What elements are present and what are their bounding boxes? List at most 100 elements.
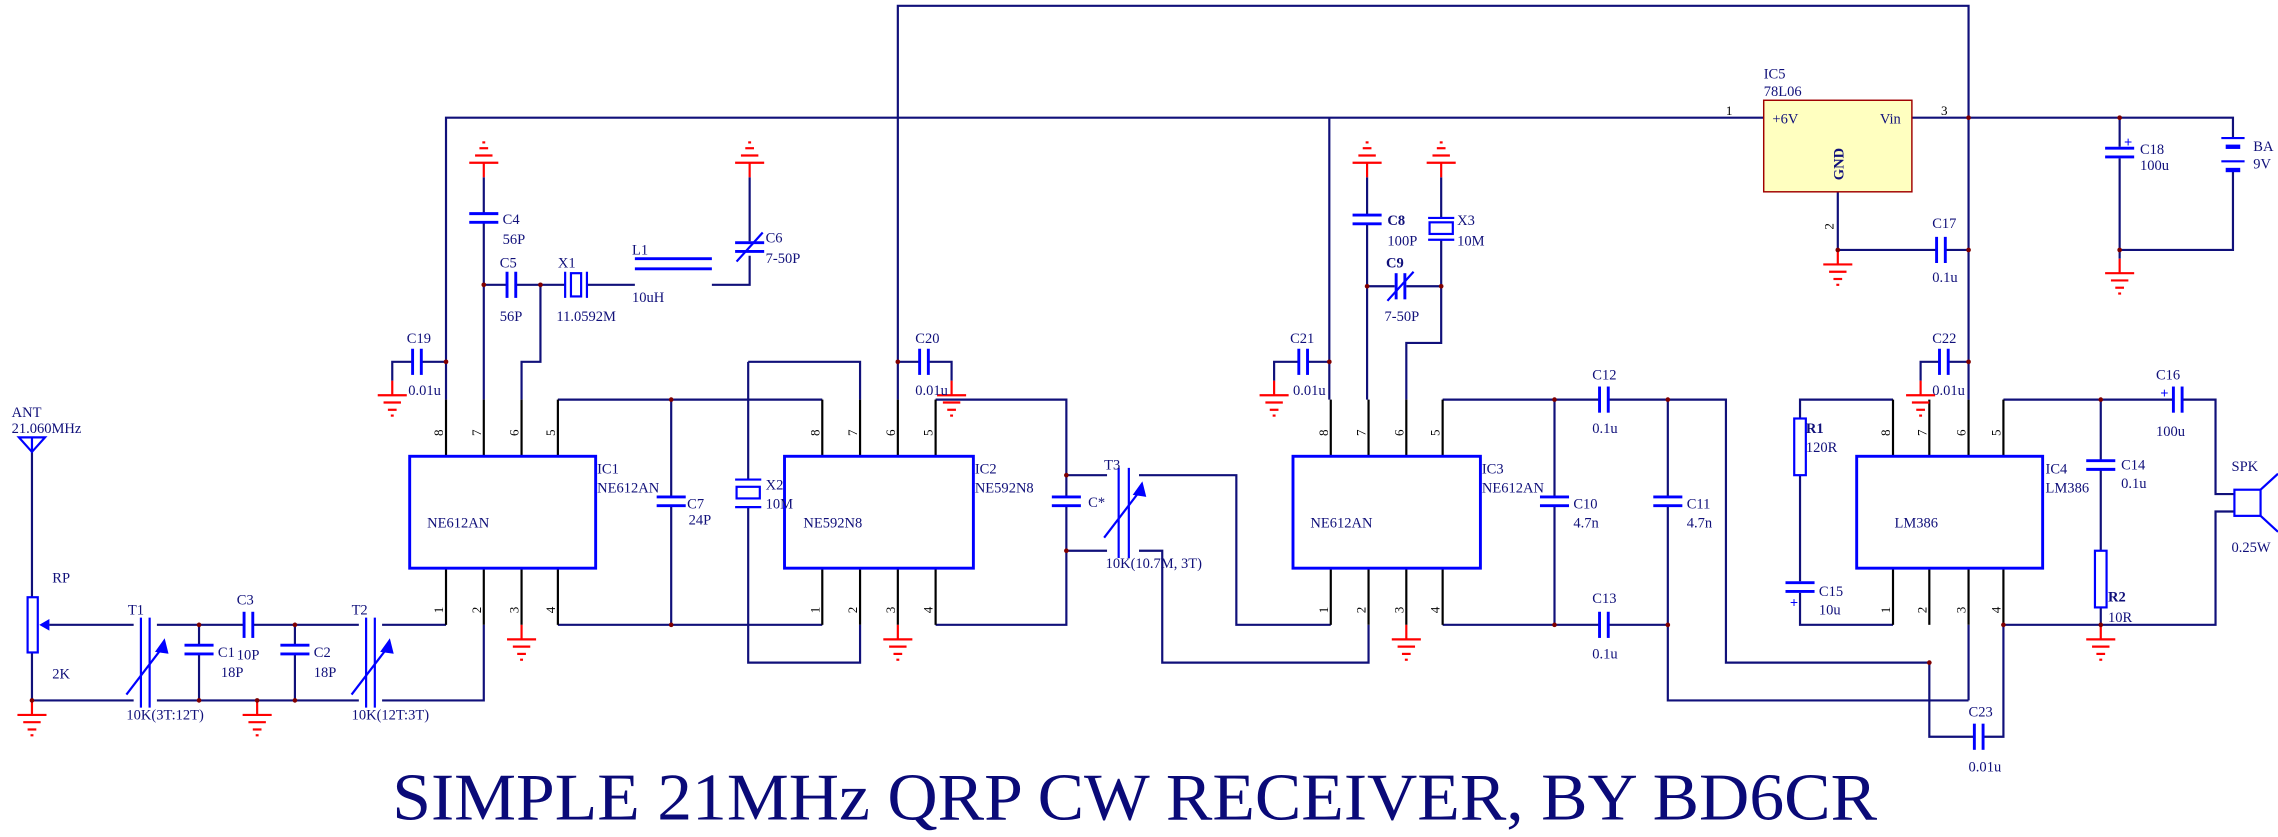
- c13-capacitor: [1598, 611, 1610, 638]
- ic4-body: [1855, 454, 2045, 570]
- t3-value: 10K(10.7M, 3T): [1106, 556, 1203, 572]
- pin-number-p8: 8: [431, 429, 446, 436]
- rp-ref: RP: [52, 571, 70, 587]
- pin-number-p7: 7: [1354, 429, 1369, 436]
- c16-ref: C16: [2156, 367, 2180, 383]
- labels: ANT 21.060MHz RP 2K T1 10K(3T:12T) C3 10…: [12, 66, 2274, 834]
- cstar-ref: C*: [1088, 495, 1105, 511]
- ic5-part: 78L06: [1764, 84, 1802, 100]
- polarity-plus-icon: +: [2160, 386, 2168, 402]
- pin-number-p5: 5: [1989, 429, 2004, 436]
- ic1-ref: IC1: [597, 462, 619, 478]
- t1-value: 10K(3T:12T): [126, 707, 204, 723]
- junction-dot: [196, 698, 202, 703]
- ground-icon: [2105, 258, 2135, 295]
- c6-ref: C6: [766, 231, 783, 247]
- ic5-out-label: +6V: [1772, 112, 1798, 128]
- junction-dot: [1927, 660, 1932, 665]
- x2-value: 10M: [766, 497, 794, 513]
- c4-value: 56P: [503, 232, 526, 248]
- pin-number-p5: 5: [921, 429, 936, 436]
- c11-capacitor: [1653, 495, 1683, 508]
- t2-value: 10K(12T:3T): [352, 707, 430, 723]
- pin-number-p1: 1: [1878, 607, 1893, 614]
- rp-wiper-arrow-icon: [39, 619, 50, 631]
- c7-ref: C7: [687, 497, 704, 513]
- spk-value: 0.25W: [2232, 540, 2271, 556]
- c3-value: 10P: [237, 648, 260, 664]
- pin-number-p7: 7: [469, 429, 484, 436]
- ic4-body-label: LM386: [1894, 515, 1938, 531]
- pin-number-p2: 2: [1354, 607, 1369, 614]
- c16-value: 100u: [2156, 424, 2186, 440]
- junction-dot: [1966, 115, 1971, 121]
- pin-number-p1: 1: [431, 607, 446, 614]
- pin-number-p3: 3: [1391, 606, 1406, 613]
- c1-value: 18P: [221, 665, 244, 681]
- c14-value: 0.1u: [2121, 476, 2147, 492]
- wire: [935, 505, 1068, 626]
- ground-icon: [883, 624, 913, 661]
- junction-dot: [1665, 622, 1671, 628]
- pin-number-p3: 3: [507, 606, 522, 613]
- ground-icon: [377, 380, 407, 417]
- junction-dot: [668, 397, 674, 402]
- junction-dot: [1326, 359, 1332, 365]
- wire: [711, 255, 751, 286]
- c20-capacitor: [918, 348, 930, 375]
- c5-value: 56P: [500, 309, 523, 325]
- r2-ref: R2: [2108, 590, 2126, 606]
- ic5-pin-in: 3: [1941, 103, 1948, 118]
- c20-ref: C20: [915, 331, 939, 347]
- junction-dot: [2001, 622, 2006, 628]
- junction-dot: [1665, 397, 1671, 402]
- wire: [896, 4, 1970, 400]
- cstar-capacitor: [1051, 495, 1081, 508]
- wire: [1666, 505, 1969, 702]
- c21-ref: C21: [1290, 331, 1314, 347]
- spk-ref: SPK: [2232, 459, 2259, 475]
- c23-ref: C23: [1969, 704, 1993, 720]
- c17-value: 0.1u: [1932, 270, 1958, 286]
- ground-icon: [937, 380, 967, 417]
- t3-ref: T3: [1104, 457, 1120, 473]
- speaker-icon: [2233, 472, 2278, 533]
- x1-ref: X1: [558, 255, 576, 271]
- pin-number-p5: 5: [543, 429, 558, 436]
- c7-capacitor: [656, 495, 686, 508]
- c4-capacitor: [469, 212, 499, 224]
- ic5-in-label: Vin: [1880, 112, 1902, 128]
- wire: [2003, 510, 2235, 626]
- c23-value: 0.01u: [1969, 760, 2002, 776]
- c10-ref: C10: [1573, 497, 1597, 513]
- battery-ref: BA: [2253, 139, 2274, 155]
- ic3-body-label: NE612AN: [1310, 515, 1373, 531]
- l1-ref: L1: [632, 242, 648, 258]
- ic2-body-label: NE592N8: [803, 515, 862, 531]
- junction-dot: [1364, 283, 1370, 289]
- wire: [444, 116, 1764, 400]
- r2-resistor: [2093, 549, 2108, 609]
- junction-dot: [254, 698, 260, 703]
- symbols: [16, 99, 2278, 708]
- junction-dot: [292, 622, 298, 628]
- c11-ref: C11: [1687, 497, 1711, 513]
- c3-ref: C3: [237, 592, 254, 608]
- c6-capacitor: [735, 231, 765, 263]
- x1-crystal: [564, 271, 589, 298]
- c18-value: 100u: [2140, 158, 2170, 174]
- wire: [1798, 398, 1894, 419]
- rp-value: 2K: [52, 667, 70, 683]
- junction-dot: [538, 282, 543, 288]
- pin-number-p4: 4: [921, 606, 936, 613]
- wire: [1911, 116, 2235, 139]
- c8-value: 100P: [1387, 234, 1417, 250]
- ground-icon: [1259, 380, 1289, 417]
- wire: [1139, 474, 1331, 626]
- wire: [1836, 191, 1937, 252]
- c12-value: 0.1u: [1592, 421, 1618, 437]
- pin-number-p6: 6: [507, 429, 522, 436]
- wire: [935, 398, 1068, 497]
- ground-icon: [507, 624, 537, 661]
